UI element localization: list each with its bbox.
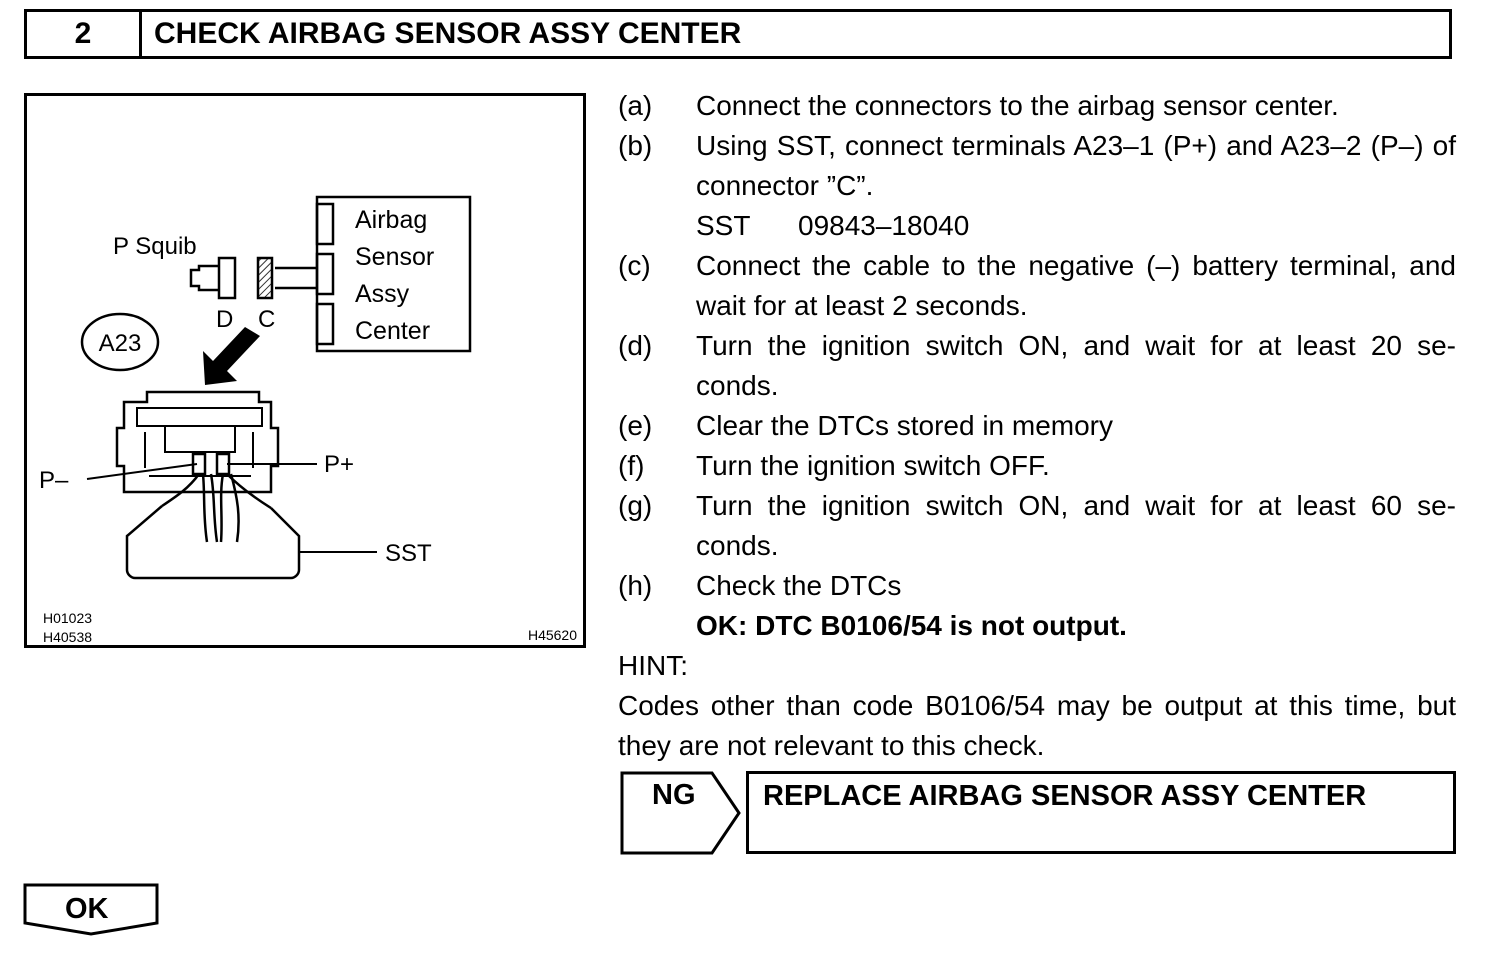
hint-label: HINT: (618, 650, 688, 681)
ok-condition: OK: DTC B0106/54 is not output. (696, 610, 1127, 641)
ok-arrow-icon (23, 883, 159, 936)
connector-body (115, 390, 280, 494)
step-text: Turn the ignition switch ON, and wait fo… (696, 330, 1456, 401)
step-number: 2 (27, 12, 142, 56)
connector-id-ellipse (80, 312, 160, 372)
connector-diagram: Airbag Sensor Assy Center P Squib D C A2… (39, 195, 577, 645)
step-text: Connect the cable to the negative (–) ba… (696, 250, 1456, 321)
sensor-label-4: Center (355, 317, 430, 345)
step-text: Turn the ignition switch ON, and wait fo… (696, 490, 1456, 561)
ng-flag: NG (620, 771, 742, 860)
step-header: 2 CHECK AIRBAG SENSOR ASSY CENTER (24, 9, 1452, 59)
ref-code-1: H01023 (43, 610, 92, 626)
step-e: (e) Clear the DTCs stored in memory (618, 406, 1456, 446)
sst-label: SST (385, 540, 432, 567)
p-plus-label: P+ (324, 451, 354, 478)
step-c: (c) Connect the cable to the negative (–… (618, 246, 1456, 326)
step-text: Connect the connectors to the airbag sen… (696, 90, 1339, 121)
connector-c (256, 256, 274, 300)
step-letter: (c) (618, 250, 651, 281)
arrow-icon (203, 327, 260, 385)
sensor-label-2: Sensor (355, 243, 434, 271)
ng-arrow-icon (620, 771, 741, 855)
step-d: (d) Turn the ignition switch ON, and wai… (618, 326, 1456, 406)
step-text: Clear the DTCs stored in memory (696, 410, 1114, 441)
step-letter: (b) (618, 130, 653, 161)
step-letter: (h) (618, 570, 653, 601)
ok-condition-row: OK: DTC B0106/54 is not output. (618, 606, 1456, 646)
sst-tool (125, 505, 301, 580)
connector-id-label: A23 (99, 330, 142, 357)
ok-flag: OK (23, 883, 161, 942)
ref-code-2: H40538 (43, 629, 92, 645)
step-g: (g) Turn the ignition switch ON, and wai… (618, 486, 1456, 566)
connector-c-label: C (258, 306, 275, 333)
sensor-label-1: Airbag (355, 206, 427, 234)
connector-d (217, 256, 237, 300)
p-squib-label: P Squib (113, 233, 197, 260)
ref-code-right: H45620 (528, 627, 577, 643)
step-text: Check the DTCs (696, 570, 902, 601)
step-f: (f) Turn the ignition switch OFF. (618, 446, 1456, 486)
ng-label: NG (652, 779, 696, 811)
ng-action: REPLACE AIRBAG SENSOR ASSY CENTER (746, 771, 1456, 854)
step-text: Using SST, connect terminals A23–1 (P+) … (696, 130, 1456, 201)
step-letter: (e) (618, 410, 653, 441)
ok-label: OK (65, 893, 109, 925)
step-letter: (a) (618, 90, 653, 121)
sst-part-number: 09843–18040 (798, 210, 970, 241)
step-a: (a) Connect the connectors to the airbag… (618, 86, 1456, 126)
step-letter: (g) (618, 490, 653, 521)
step-text: Turn the ignition switch OFF. (696, 450, 1050, 481)
step-title: CHECK AIRBAG SENSOR ASSY CENTER (154, 17, 742, 50)
instructions: (a) Connect the connectors to the airbag… (618, 86, 1456, 766)
sst-part-line: SST 09843–18040 (618, 206, 1456, 246)
step-letter: (d) (618, 330, 653, 361)
hint-text: Codes other than code B0106/54 may be ou… (618, 690, 1456, 761)
step-b: (b) Using SST, connect terminals A23–1 (… (618, 126, 1456, 206)
sst-label: SST (696, 210, 751, 241)
step-letter: (f) (618, 450, 645, 481)
connector-d-label: D (216, 306, 233, 333)
p-minus-label: P– (39, 467, 69, 494)
connector-illustration: Airbag Sensor Assy Center P Squib D C A2… (24, 93, 586, 648)
sensor-label-3: Assy (355, 280, 410, 308)
step-h: (h) Check the DTCs (618, 566, 1456, 606)
